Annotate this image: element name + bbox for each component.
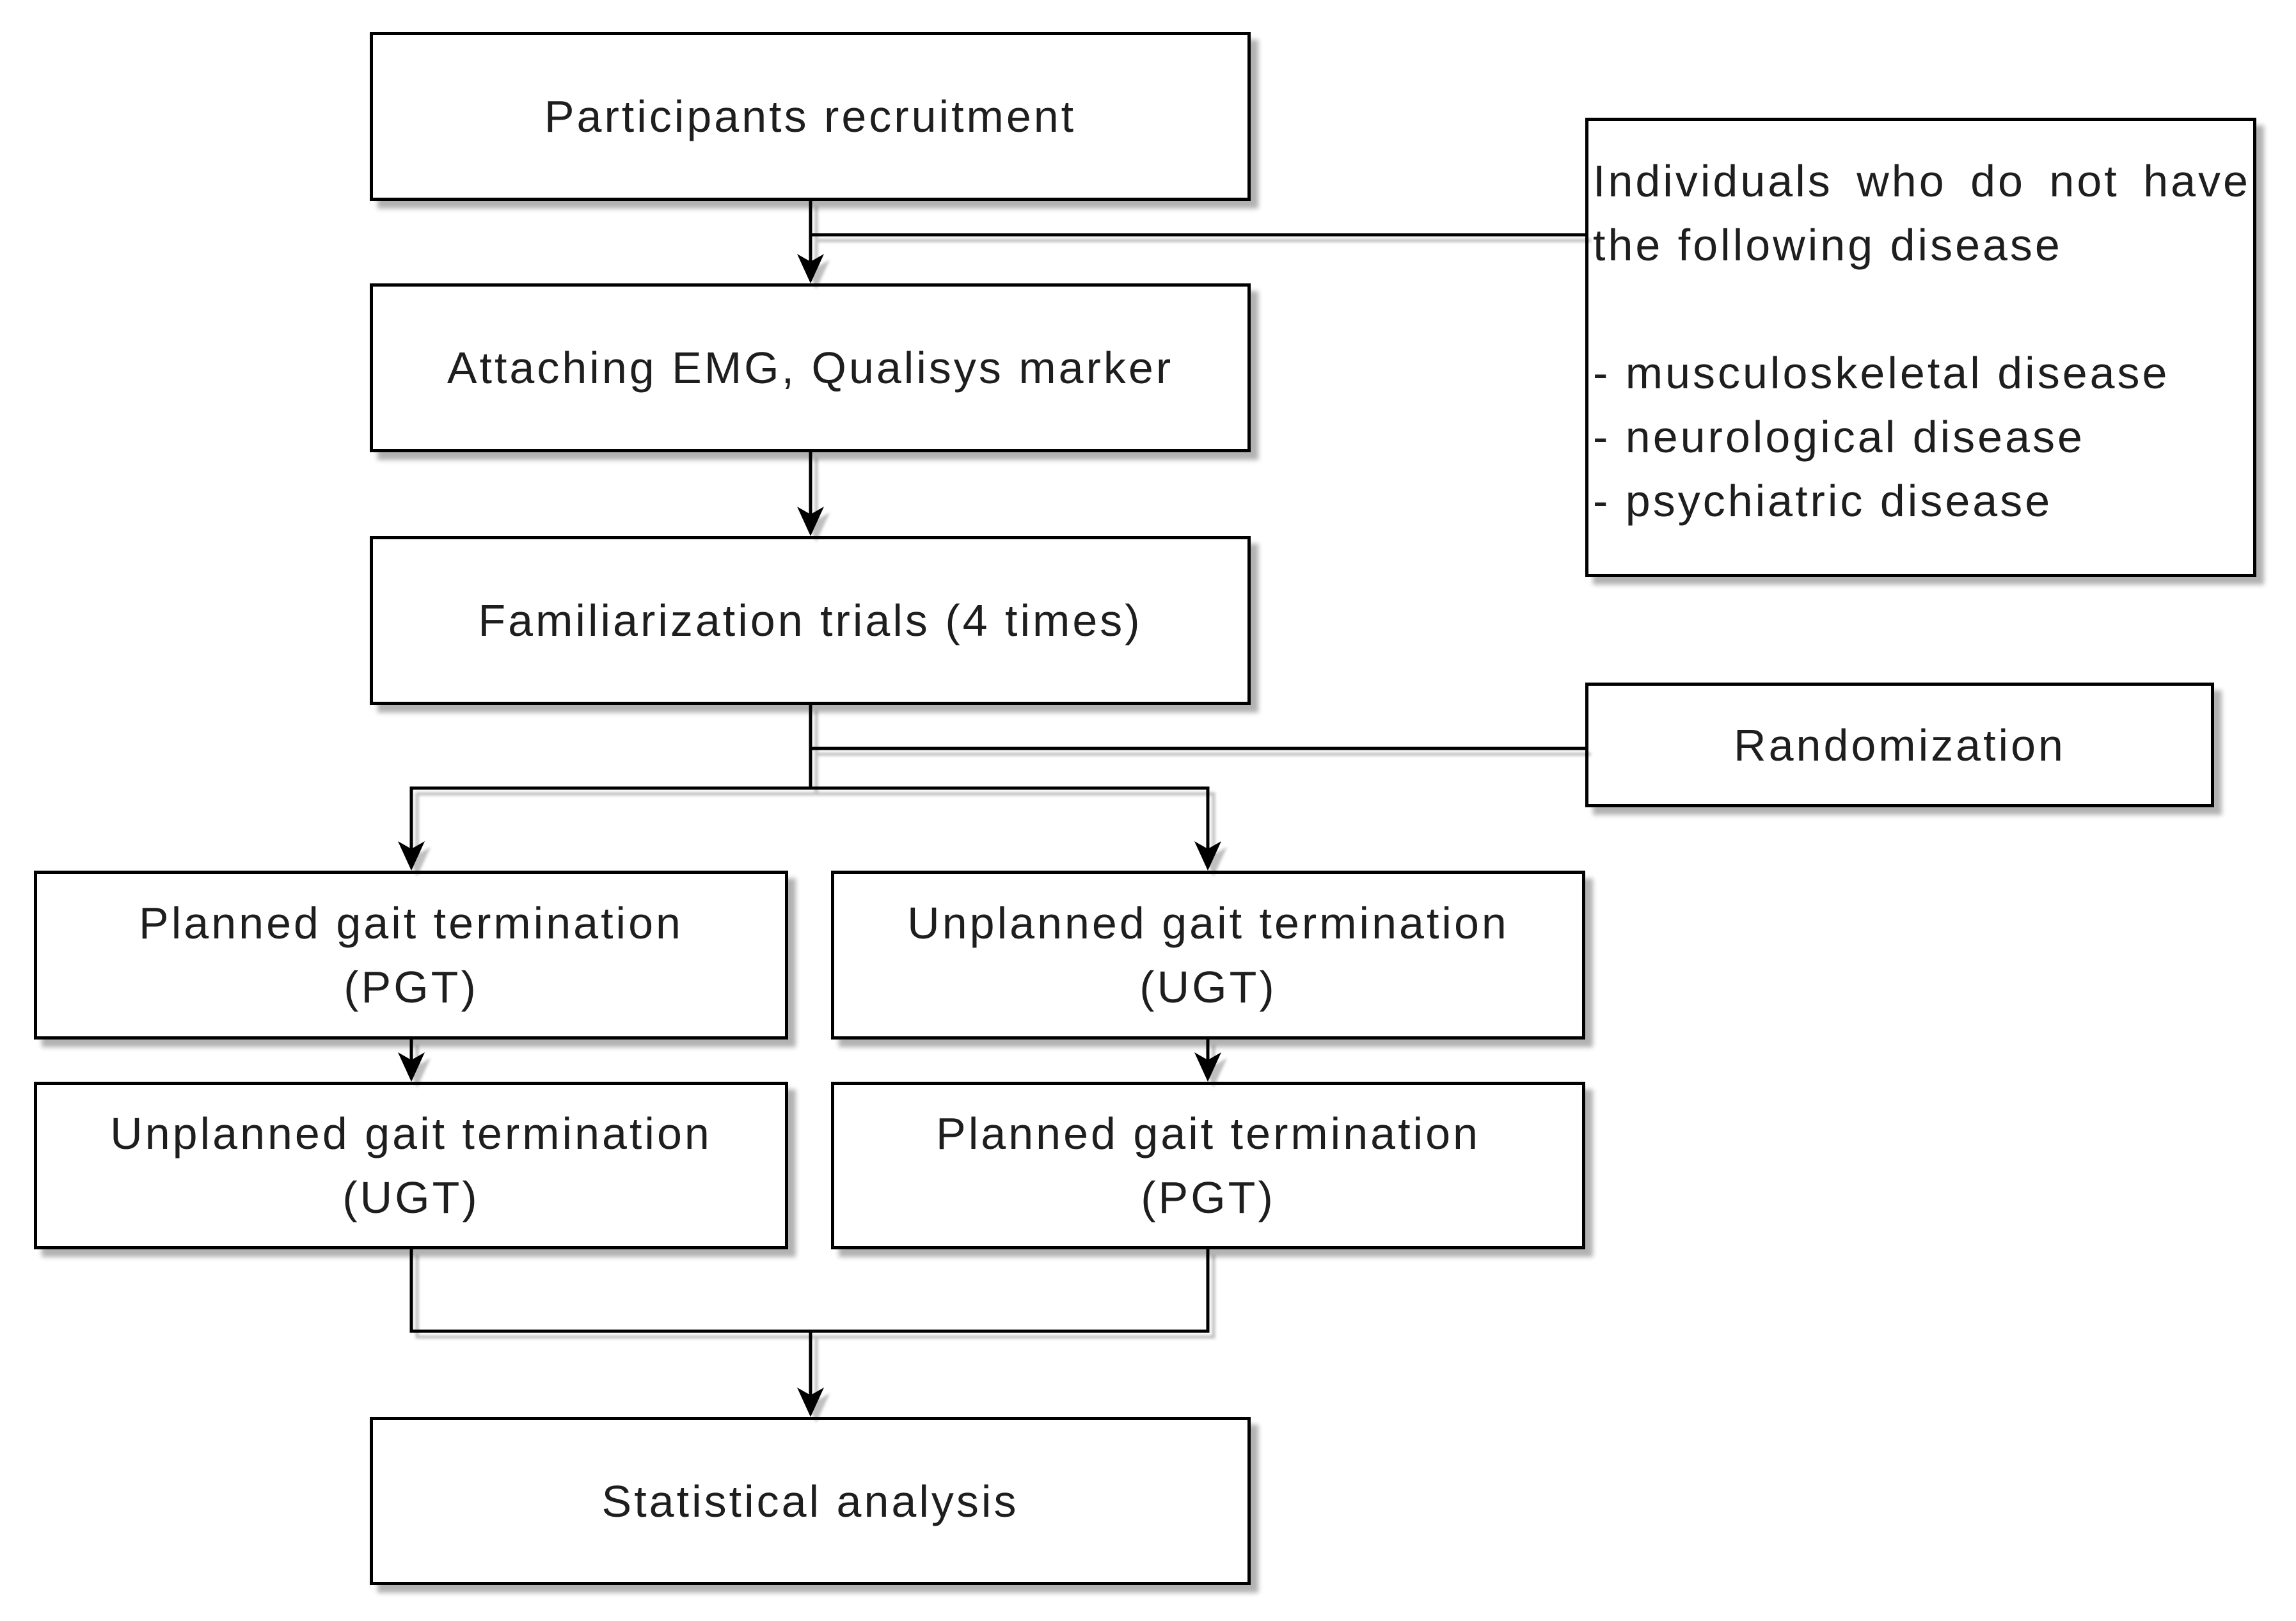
step-abbreviation: (UGT) — [342, 1173, 480, 1222]
step-abbreviation: (PGT) — [344, 962, 479, 1012]
step-title: Planned gait termination — [936, 1109, 1480, 1158]
criteria-intro: Individuals who do not have the followin… — [1593, 156, 2251, 270]
criteria-item: - psychiatric disease — [1593, 476, 2053, 526]
arrowhead — [398, 841, 425, 871]
arrowhead — [398, 1052, 425, 1082]
step-label: Familiarization trials (4 times) — [478, 596, 1143, 645]
sequence-a-second-step: Unplanned gait termination (UGT) — [34, 1082, 788, 1249]
step-abbreviation: (UGT) — [1139, 962, 1277, 1012]
sequence-a-first-step: Planned gait termination (PGT) — [34, 871, 788, 1040]
connector-familiarization-split — [409, 705, 1210, 849]
sequence-b-first-step: Unplanned gait termination (UGT) — [831, 871, 1585, 1040]
criteria-item: - musculoskeletal disease — [1593, 348, 2170, 398]
arrowhead — [1194, 1052, 1221, 1082]
step-statistical-analysis: Statistical analysis — [370, 1417, 1251, 1585]
criteria-item: - neurological disease — [1593, 412, 2085, 462]
arrowhead — [1194, 841, 1221, 871]
step-abbreviation: (PGT) — [1141, 1173, 1276, 1222]
step-participants-recruitment: Participants recruitment — [370, 32, 1251, 201]
step-title: Unplanned gait termination — [110, 1109, 712, 1158]
step-label: Statistical analysis — [601, 1476, 1019, 1526]
step-attaching-emg-qualisys: Attaching EMG, Qualisys marker — [370, 283, 1251, 452]
randomization-label: Randomization — [1734, 720, 2066, 770]
arrowhead — [797, 507, 824, 536]
step-title: Unplanned gait termination — [907, 898, 1509, 948]
arrowhead — [797, 254, 824, 283]
arrowhead — [797, 1388, 824, 1417]
step-label: Participants recruitment — [544, 91, 1077, 141]
connector-merge-to-analysis — [409, 1249, 1210, 1395]
step-label: Attaching EMG, Qualisys marker — [447, 343, 1174, 393]
step-title: Planned gait termination — [139, 898, 683, 948]
randomization-box: Randomization — [1585, 683, 2214, 807]
exclusion-criteria-box: Individuals who do not have the followin… — [1585, 118, 2256, 577]
sequence-b-second-step: Planned gait termination (PGT) — [831, 1082, 1585, 1249]
step-familiarization-trials: Familiarization trials (4 times) — [370, 536, 1251, 705]
